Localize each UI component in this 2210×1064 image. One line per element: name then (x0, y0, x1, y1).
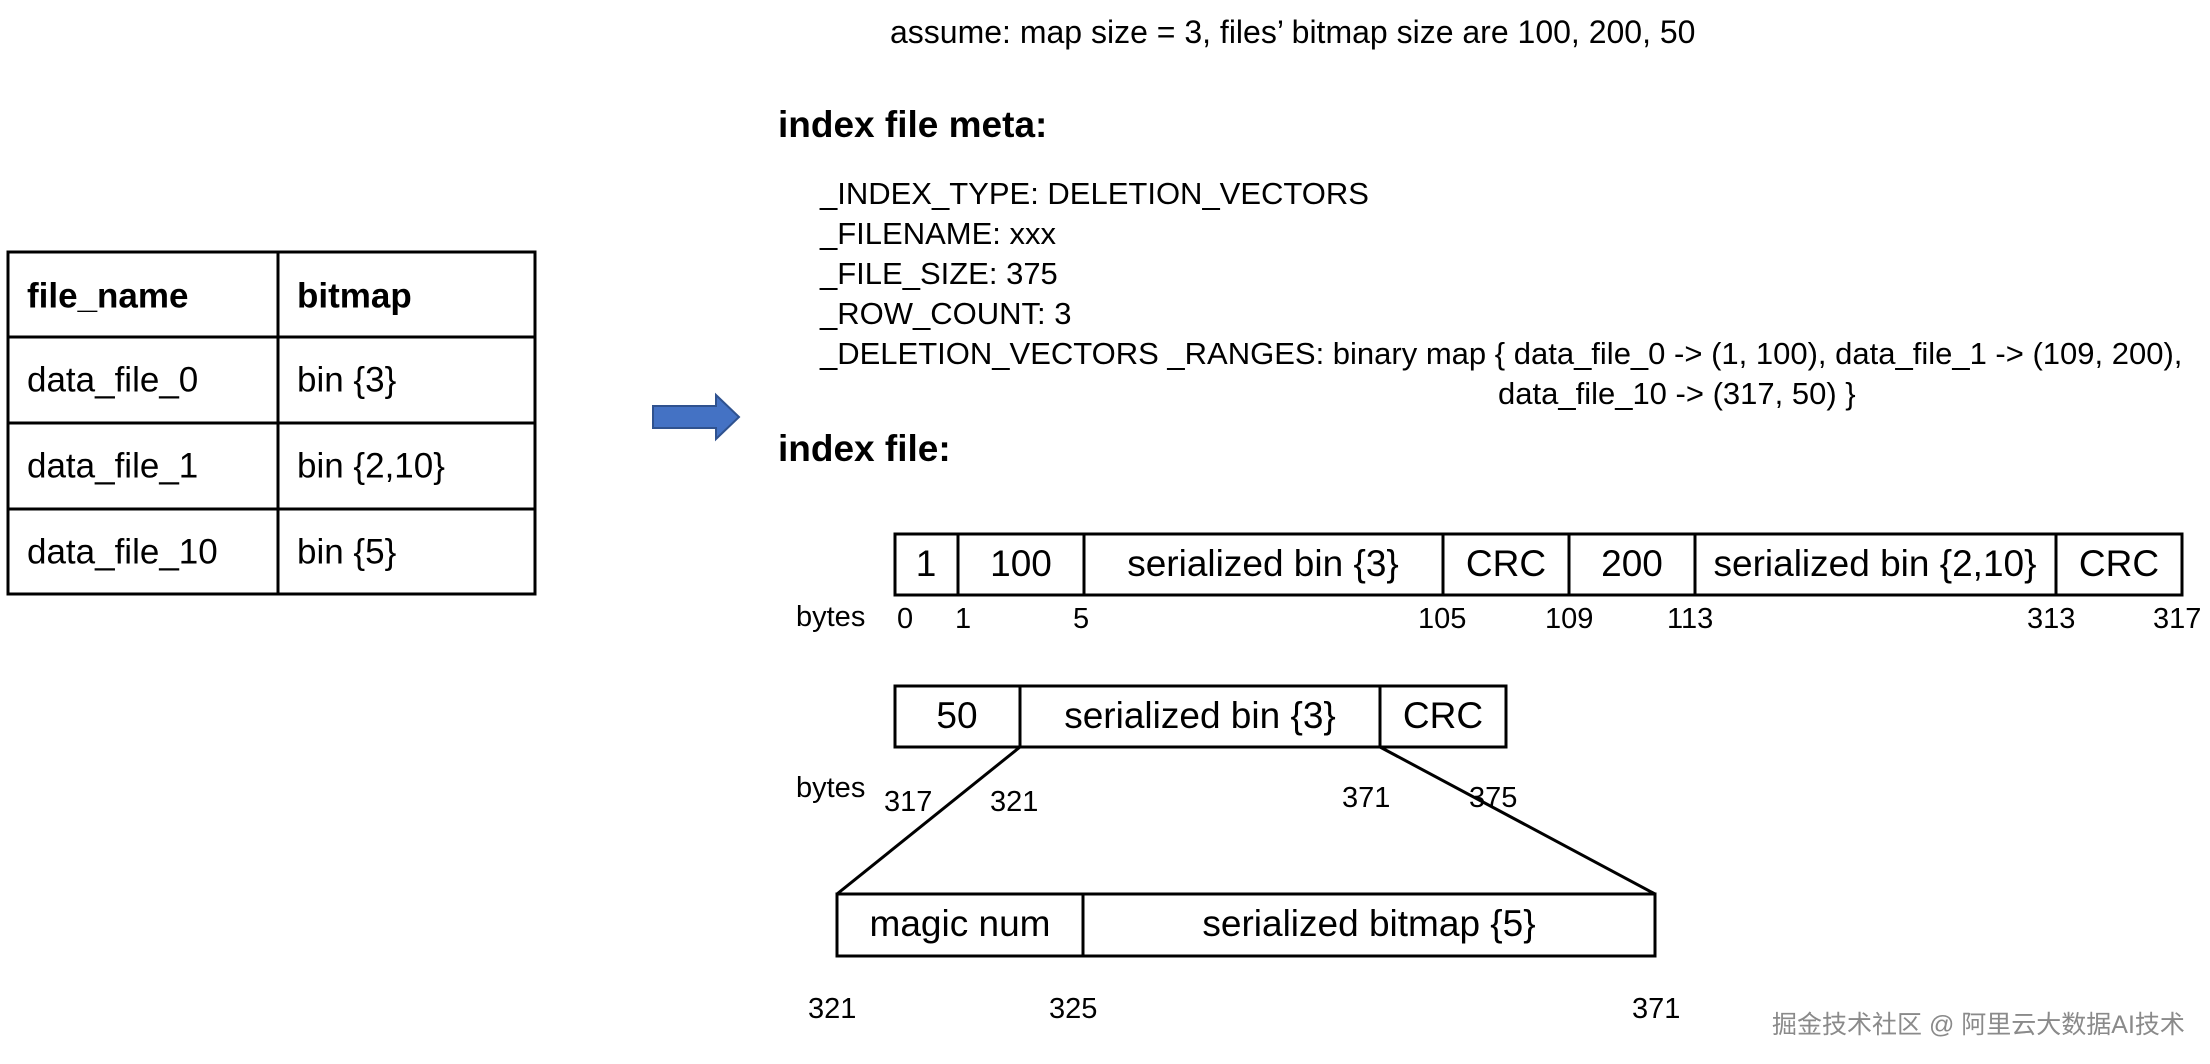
row3-cell-label: serialized bitmap {5} (1202, 903, 1535, 944)
meta-line-row-count: _ROW_COUNT: 3 (820, 296, 1072, 331)
meta-line-filename: _FILENAME: xxx (820, 216, 1056, 251)
byte-cell (1081, 892, 1657, 958)
byte-offset: 1 (955, 603, 971, 635)
table-cell-bitmap: bin {2,10} (297, 446, 445, 485)
byte-offset: 109 (1545, 603, 1593, 635)
byte-cell (2054, 532, 2184, 597)
byte-offset: 313 (2027, 603, 2075, 635)
byte-offset: 317 (884, 786, 932, 818)
byte-offset: 371 (1342, 782, 1390, 814)
table-cell-file-name: data_file_10 (27, 532, 218, 571)
index-file-row3 (835, 892, 1657, 958)
right-arrow-icon (652, 392, 741, 442)
index-file-heading: index file: (778, 428, 951, 469)
row2-cell-label: 50 (936, 695, 977, 736)
byte-offset: 321 (808, 993, 856, 1025)
row1-cell-label: CRC (1466, 543, 1546, 584)
row1-cell-label: serialized bin {2,10} (1714, 543, 2037, 584)
byte-offset: 325 (1049, 993, 1097, 1025)
bytes-label: bytes (796, 601, 865, 633)
expansion-line (836, 745, 1021, 896)
row3-cell-label: magic num (870, 903, 1051, 944)
watermark-text: 掘金技术社区 @ 阿里云大数据AI技术 (1772, 1011, 2185, 1039)
index-file-row1 (893, 532, 2184, 597)
byte-offset: 5 (1073, 603, 1089, 635)
byte-cell (1378, 684, 1508, 749)
table-cell-file-name: data_file_0 (27, 360, 198, 399)
table-header-bitmap: bitmap (297, 276, 412, 315)
byte-offset: 321 (990, 786, 1038, 818)
meta-line-dv-ranges-cont: data_file_10 -> (317, 50) } (1498, 376, 1856, 411)
byte-offset: 0 (897, 603, 913, 635)
assumption-text: assume: map size = 3, files’ bitmap size… (890, 14, 1696, 50)
byte-offset: 317 (2153, 603, 2201, 635)
row1-cell-label: 1 (916, 543, 937, 584)
file-bitmap-table (6, 250, 537, 596)
meta-line-index-type: _INDEX_TYPE: DELETION_VECTORS (820, 176, 1369, 211)
expansion-line (1379, 745, 1656, 896)
row1-cell-label: serialized bin {3} (1127, 543, 1399, 584)
index-file-row2 (893, 684, 1508, 749)
row2-cell-label: CRC (1403, 695, 1483, 736)
row1-cell-label: 200 (1601, 543, 1663, 584)
row2-cell-label: serialized bin {3} (1064, 695, 1336, 736)
row1-cell-label: 100 (990, 543, 1052, 584)
bytes-label: bytes (796, 772, 865, 804)
byte-offset: 371 (1632, 993, 1680, 1025)
table-cell-bitmap: bin {5} (297, 532, 397, 571)
table-cell-file-name: data_file_1 (27, 446, 198, 485)
table-header-file-name: file_name (27, 276, 188, 315)
row1-cell-label: CRC (2079, 543, 2159, 584)
meta-line-dv-ranges: _DELETION_VECTORS _RANGES: binary map { … (820, 336, 2183, 371)
byte-offset: 113 (1667, 603, 1713, 635)
byte-offset: 105 (1418, 603, 1466, 635)
table-cell-bitmap: bin {3} (297, 360, 397, 399)
index-meta-heading: index file meta: (778, 104, 1048, 145)
meta-line-file-size: _FILE_SIZE: 375 (820, 256, 1058, 291)
